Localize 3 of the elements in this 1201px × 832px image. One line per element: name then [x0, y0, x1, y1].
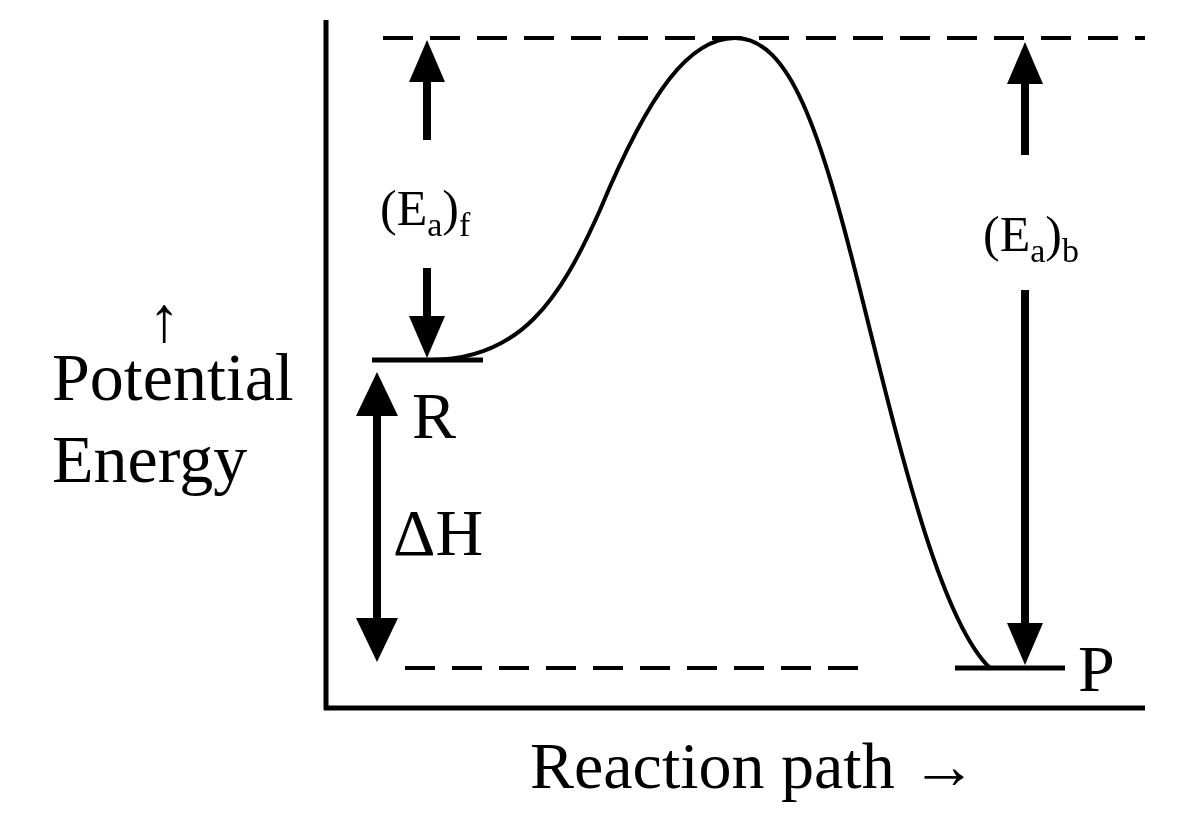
reactant-label: R	[412, 383, 457, 449]
enthalpy-change-label: ΔH	[393, 500, 484, 566]
product-label: P	[1078, 636, 1115, 702]
